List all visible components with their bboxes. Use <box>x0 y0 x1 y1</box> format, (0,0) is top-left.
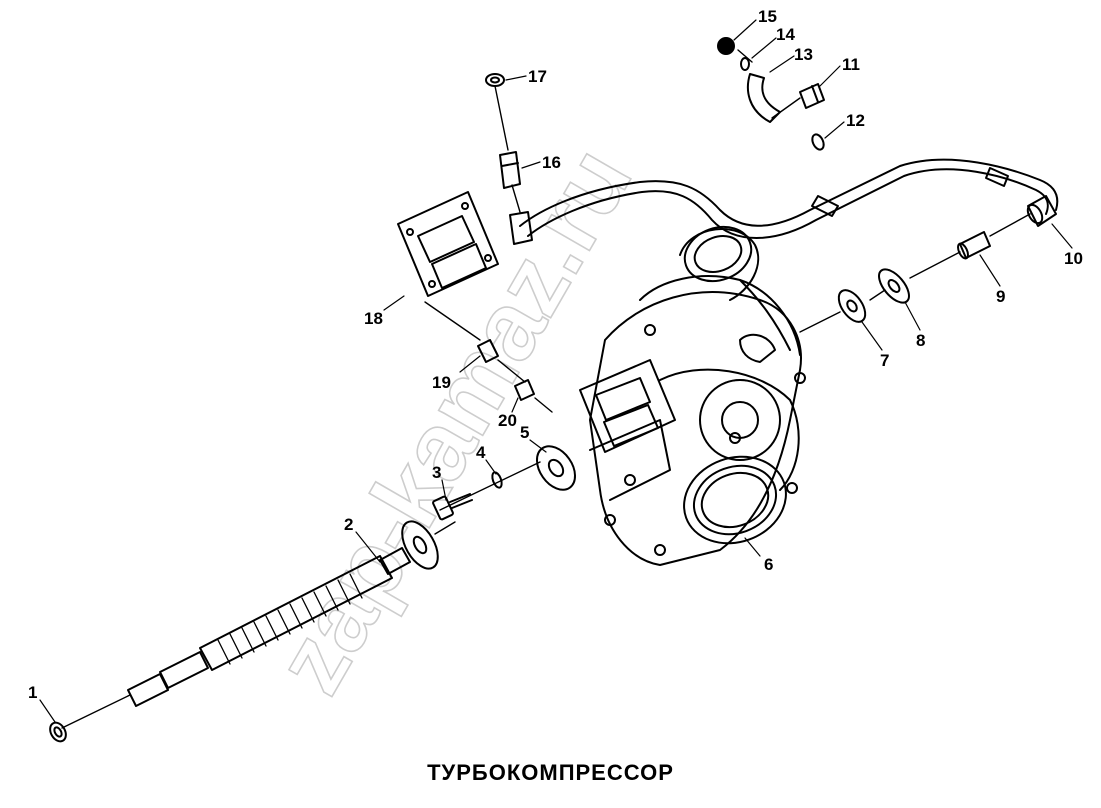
part-2-oil-drain-hose <box>127 520 439 707</box>
part-11-fitting <box>799 83 825 109</box>
callout-20: 20 <box>498 411 517 430</box>
assembly-axis-lines <box>61 49 1031 729</box>
callout-1: 1 <box>28 683 37 702</box>
callout-2: 2 <box>344 515 353 534</box>
part-5-gasket <box>535 445 577 491</box>
callout-9: 9 <box>996 287 1005 306</box>
callout-12: 12 <box>846 111 865 130</box>
callout-8: 8 <box>916 331 925 350</box>
part-18-flange-gasket <box>397 191 499 297</box>
part-3-bolt <box>432 493 473 521</box>
part-8-flange <box>878 268 910 304</box>
callout-18: 18 <box>364 309 383 328</box>
callout-19: 19 <box>432 373 451 392</box>
part-16-adapter <box>499 151 533 245</box>
part-13-tube <box>746 73 781 123</box>
part-12-washer <box>811 133 825 151</box>
leader-lines <box>39 19 1073 723</box>
callout-17: 17 <box>528 67 547 86</box>
callout-7: 7 <box>880 351 889 370</box>
part-14-washer <box>740 57 750 71</box>
diagram-title: ТУРБОКОМПРЕССОР <box>427 760 674 785</box>
callout-labels: 1 2 3 4 5 6 7 8 9 10 11 12 13 14 15 16 1… <box>28 7 1083 702</box>
callout-13: 13 <box>794 45 813 64</box>
part-17-ring <box>485 73 505 87</box>
callout-4: 4 <box>476 443 486 462</box>
part-19-stud <box>477 339 499 363</box>
callout-11: 11 <box>842 55 860 74</box>
callout-5: 5 <box>520 423 529 442</box>
callout-14: 14 <box>776 25 795 44</box>
callout-3: 3 <box>432 463 441 482</box>
part-6-turbocharger <box>579 225 806 566</box>
callout-15: 15 <box>758 7 777 26</box>
callout-16: 16 <box>542 153 561 172</box>
part-1-seal-washer <box>49 721 67 743</box>
callout-6: 6 <box>764 555 773 574</box>
part-7-gasket <box>837 289 867 323</box>
part-9-union <box>957 231 991 260</box>
oil-supply-tube <box>519 158 1059 239</box>
callout-10: 10 <box>1064 249 1083 268</box>
part-10-fitting <box>1026 195 1057 227</box>
part-20-nut <box>514 379 535 401</box>
part-4-spring-washer <box>491 471 503 489</box>
part-15-nut <box>717 37 735 55</box>
